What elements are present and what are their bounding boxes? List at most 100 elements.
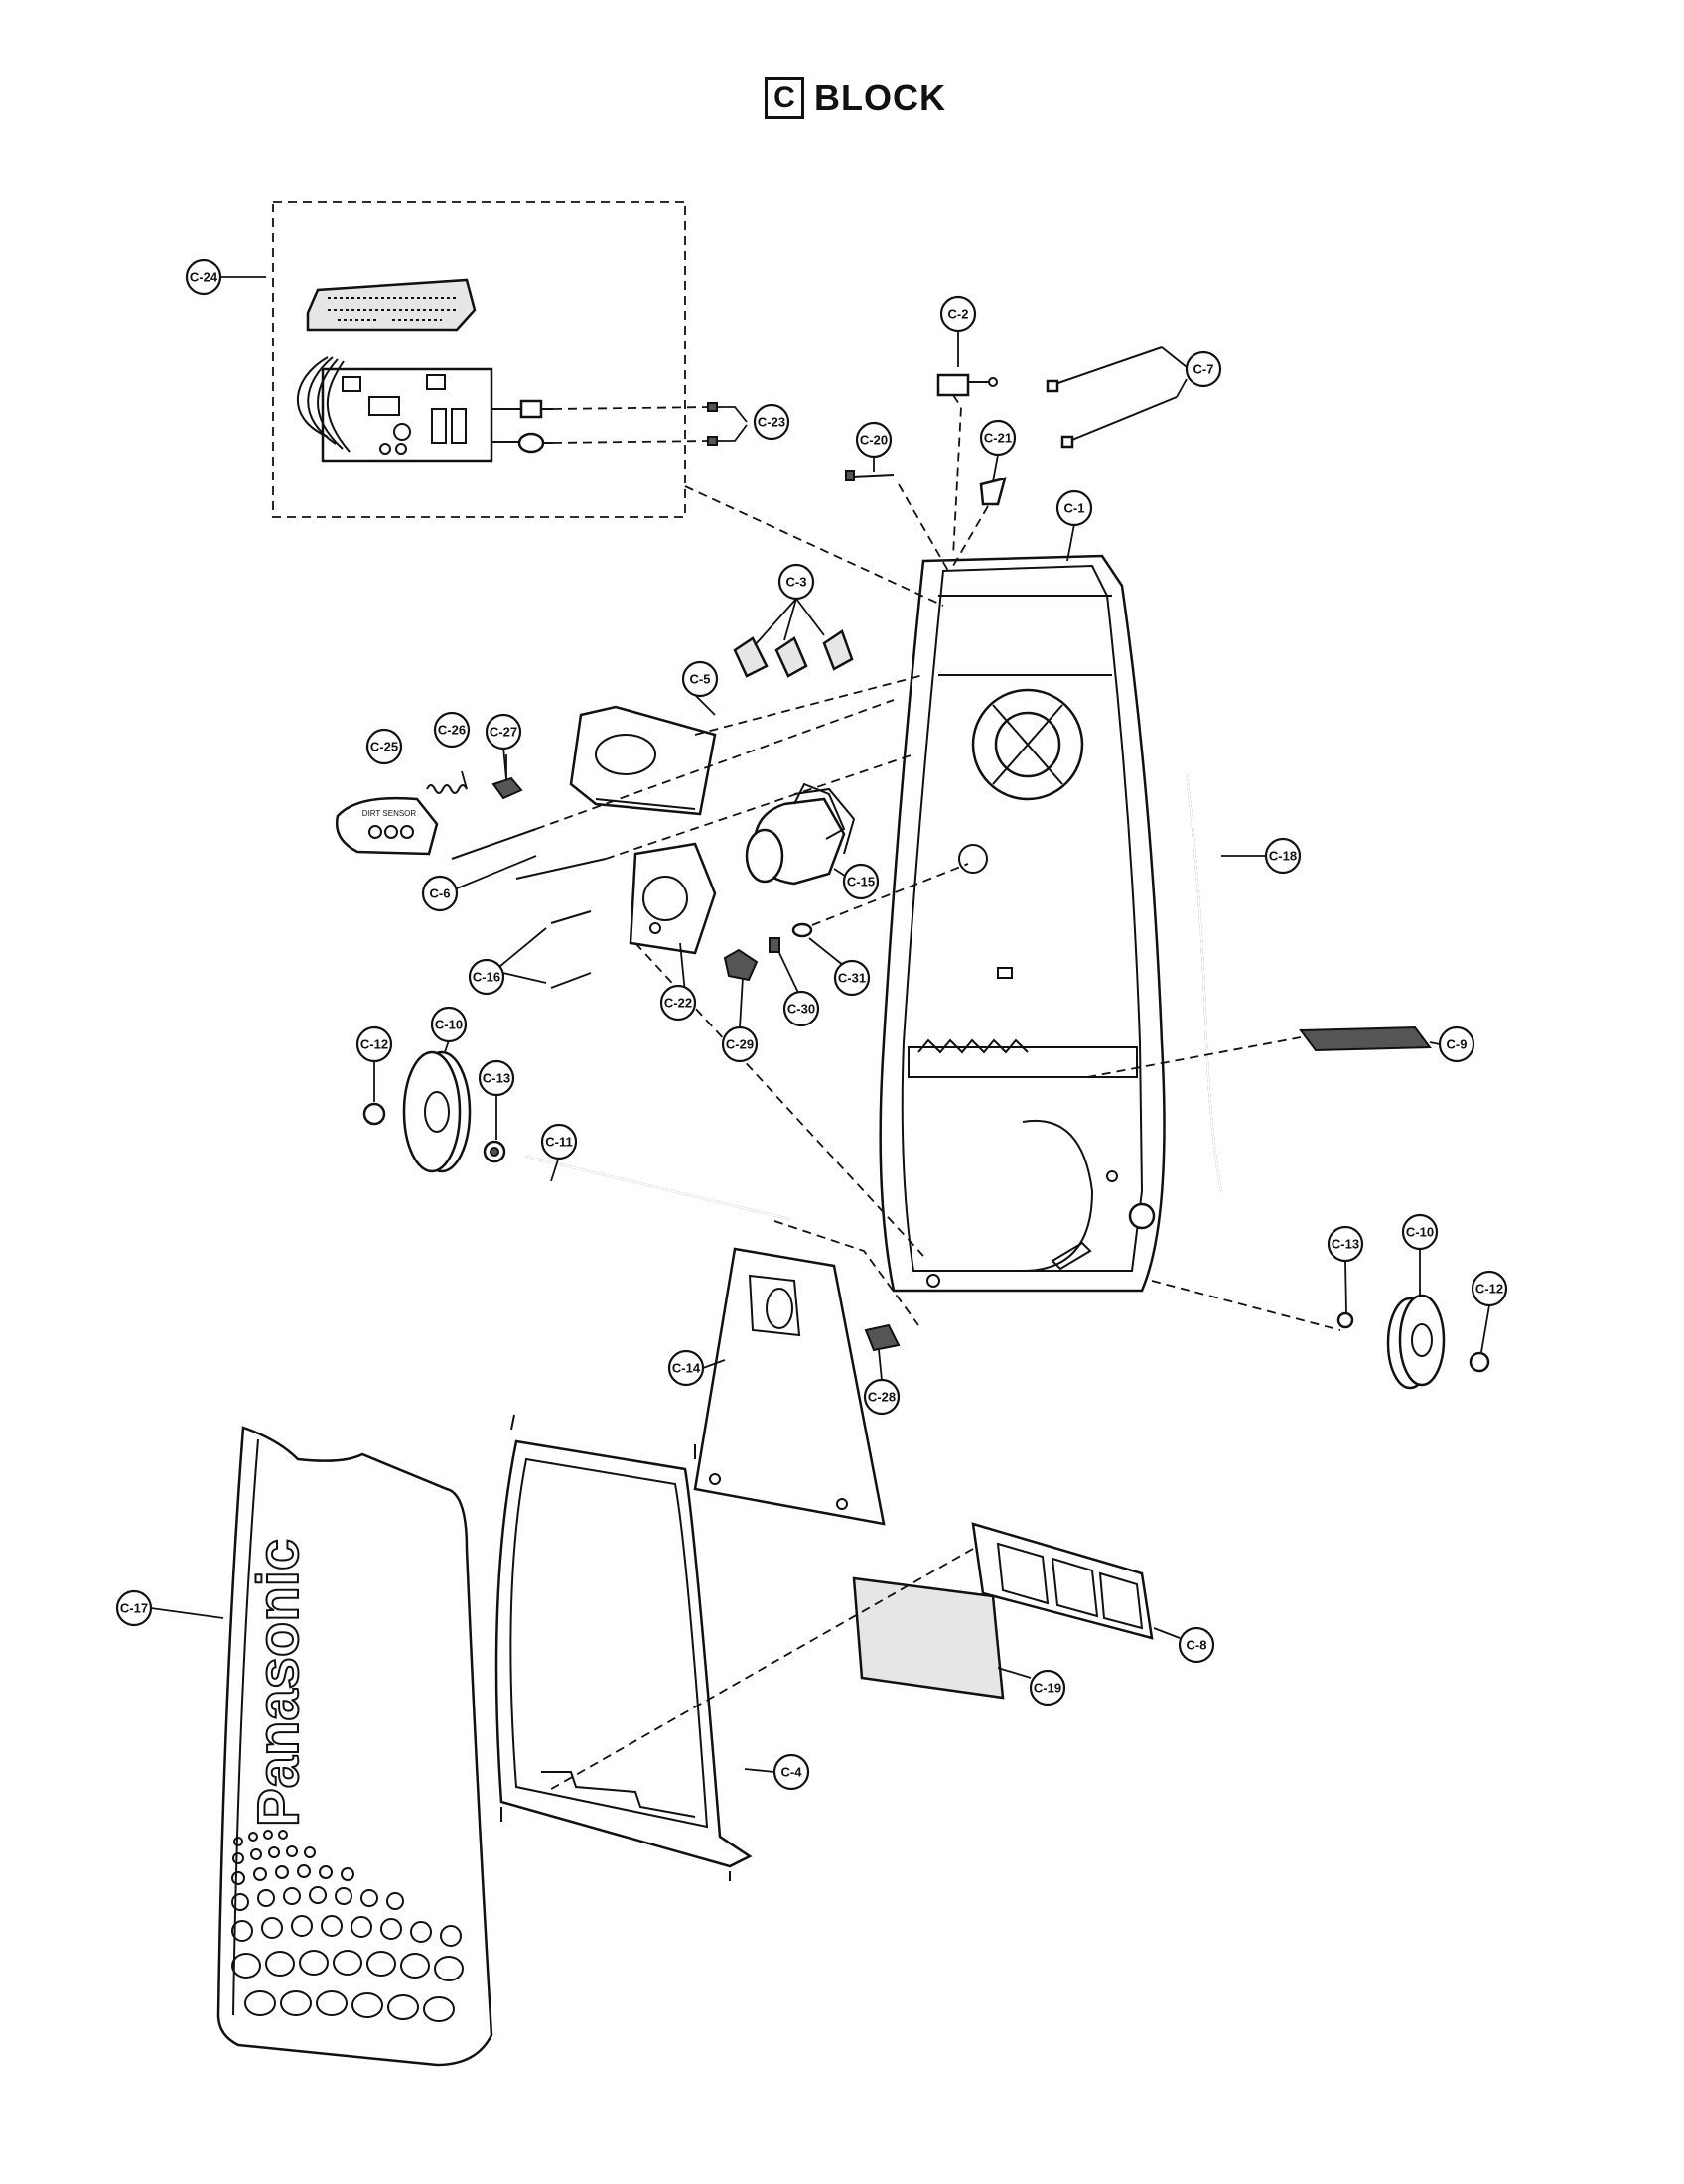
callout-c10-left: C-10 xyxy=(430,1006,468,1043)
callout-c5: C-5 xyxy=(681,660,719,698)
callout-c9: C-9 xyxy=(1438,1025,1475,1063)
callout-c13-right: C-13 xyxy=(1327,1225,1364,1263)
right-wheel-assembly xyxy=(1151,1280,1490,1390)
svg-text:C-27: C-27 xyxy=(490,725,517,740)
callout-c30: C-30 xyxy=(782,990,820,1027)
callout-c28: C-28 xyxy=(863,1378,901,1416)
bracket-c5 xyxy=(569,705,717,816)
small-pad xyxy=(864,1323,901,1352)
callout-c23: C-23 xyxy=(753,403,790,441)
svg-text:C-10: C-10 xyxy=(1406,1225,1434,1240)
svg-text:C-29: C-29 xyxy=(726,1037,754,1052)
bag-holder-plate xyxy=(693,1247,886,1526)
svg-text:C-5: C-5 xyxy=(690,672,711,687)
main-body-housing xyxy=(879,554,1166,1293)
gasket-frame xyxy=(494,1414,753,1881)
block-title-text: BLOCK xyxy=(814,77,946,118)
front-cover: Panasonic xyxy=(216,1426,493,2067)
svg-text:C-9: C-9 xyxy=(1447,1037,1468,1052)
small-latch-parts xyxy=(723,863,969,982)
svg-text:C-4: C-4 xyxy=(781,1765,803,1780)
svg-text:C-19: C-19 xyxy=(1034,1681,1061,1696)
callout-c12-left: C-12 xyxy=(355,1025,393,1063)
svg-text:C-6: C-6 xyxy=(430,887,451,901)
svg-text:C-13: C-13 xyxy=(483,1071,510,1086)
block-letter-box: C xyxy=(765,77,804,119)
screws-c6 xyxy=(451,699,914,880)
svg-text:C-12: C-12 xyxy=(1475,1282,1503,1297)
callout-c29: C-29 xyxy=(721,1025,759,1063)
callout-c31: C-31 xyxy=(833,959,871,997)
svg-text:C-14: C-14 xyxy=(672,1361,701,1376)
callout-c27: C-27 xyxy=(485,713,522,751)
screw-and-damper xyxy=(845,470,1007,572)
callout-c11: C-11 xyxy=(540,1123,578,1160)
svg-text:C-30: C-30 xyxy=(787,1002,815,1017)
filter-pad xyxy=(1086,1025,1432,1078)
callout-c16: C-16 xyxy=(468,958,505,996)
left-wheel-assembly xyxy=(362,1050,790,1220)
svg-text:C-11: C-11 xyxy=(545,1135,572,1150)
svg-text:C-3: C-3 xyxy=(786,575,807,590)
callout-c21: C-21 xyxy=(979,419,1017,457)
power-cord xyxy=(1186,773,1222,1192)
callout-c7: C-7 xyxy=(1185,350,1222,388)
svg-text:C-13: C-13 xyxy=(1332,1237,1359,1252)
callout-c2: C-2 xyxy=(939,295,977,333)
wire-connectors xyxy=(733,629,854,678)
callout-c22: C-22 xyxy=(659,984,697,1022)
callout-c1: C-1 xyxy=(1055,489,1093,527)
svg-text:C-31: C-31 xyxy=(838,971,866,986)
leader-lines xyxy=(150,276,1490,1773)
svg-text:C-25: C-25 xyxy=(370,740,398,754)
brand-logo-text: Panasonic xyxy=(246,1539,311,1827)
svg-text:C-12: C-12 xyxy=(360,1037,388,1052)
svg-text:C-26: C-26 xyxy=(438,723,466,738)
callout-c17: C-17 xyxy=(115,1589,153,1627)
callout-c4: C-4 xyxy=(772,1753,810,1791)
svg-text:C-7: C-7 xyxy=(1193,362,1214,377)
svg-text:C-16: C-16 xyxy=(473,970,500,985)
callout-c19: C-19 xyxy=(1029,1669,1066,1706)
callout-c20: C-20 xyxy=(855,421,893,459)
sticker-text: DIRT SENSOR xyxy=(362,809,417,818)
callout-c14: C-14 xyxy=(667,1349,705,1387)
svg-text:C-17: C-17 xyxy=(120,1601,148,1616)
micro-switch xyxy=(936,373,998,557)
motor-assembly xyxy=(629,782,924,1257)
svg-text:C-24: C-24 xyxy=(190,270,218,285)
svg-text:C-21: C-21 xyxy=(984,431,1012,446)
cable-ties xyxy=(1046,346,1188,449)
callout-c12-right: C-12 xyxy=(1471,1270,1508,1307)
callout-c24: C-24 xyxy=(185,258,222,296)
callout-c3: C-3 xyxy=(777,563,815,601)
block-title: C BLOCK xyxy=(765,77,946,119)
svg-text:C-15: C-15 xyxy=(847,875,875,889)
callout-c15: C-15 xyxy=(842,863,880,900)
screws-c23 xyxy=(552,402,748,446)
svg-text:C-23: C-23 xyxy=(758,415,785,430)
svg-text:C-28: C-28 xyxy=(868,1390,896,1405)
svg-text:C-8: C-8 xyxy=(1187,1638,1207,1653)
callout-c10-right: C-10 xyxy=(1401,1213,1439,1251)
svg-text:C-10: C-10 xyxy=(435,1018,463,1032)
callout-c26: C-26 xyxy=(433,711,471,749)
callout-c6: C-6 xyxy=(421,875,459,912)
svg-text:C-18: C-18 xyxy=(1269,849,1297,864)
callout-c18: C-18 xyxy=(1264,837,1302,875)
callout-c8: C-8 xyxy=(1178,1626,1215,1664)
svg-text:C-2: C-2 xyxy=(948,307,969,322)
callout-c13-left: C-13 xyxy=(478,1059,515,1097)
pcb-assembly xyxy=(272,201,686,518)
guide-line-pcb xyxy=(684,485,944,607)
sensor-label-set: DIRT SENSOR xyxy=(335,754,523,856)
guide-line-axle xyxy=(773,1220,919,1326)
screws-c16 xyxy=(550,910,592,989)
guide-line-bracket xyxy=(694,674,924,736)
callout-c25: C-25 xyxy=(365,728,403,765)
svg-text:C-22: C-22 xyxy=(664,996,692,1011)
svg-text:C-20: C-20 xyxy=(860,433,888,448)
exhaust-filter-set xyxy=(545,1522,1154,1793)
svg-text:C-1: C-1 xyxy=(1064,501,1085,516)
